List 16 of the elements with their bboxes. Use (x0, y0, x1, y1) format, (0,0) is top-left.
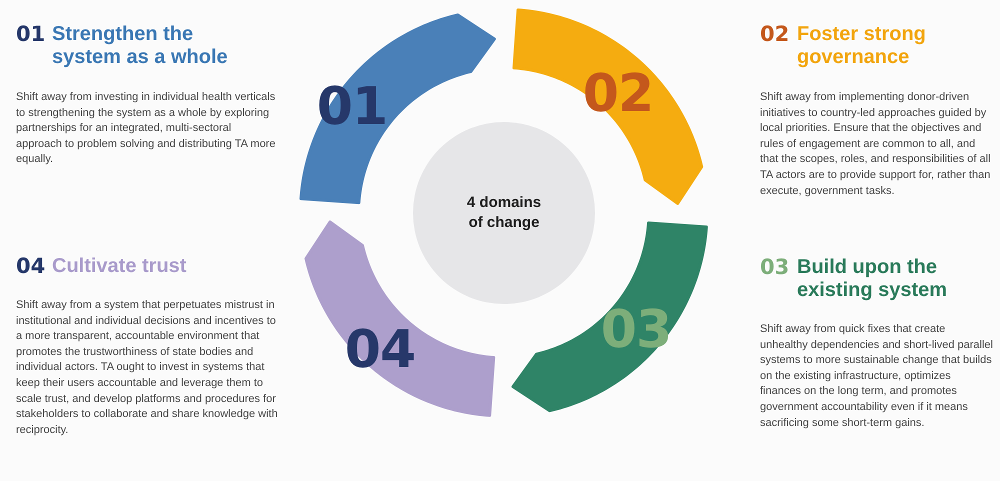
domain-number: 04 (16, 254, 46, 278)
domain-number: 01 (16, 22, 46, 46)
domain-number: 02 (760, 22, 790, 46)
domain-description: Shift away from quick fixes that create unhealthy dependencies and short-lived parallel systems to more sustainable change that builds on the existing infrastructure, optimizes finances on the long term, and promotes government accountability even if it means sacrificing some short-term gains. (760, 322, 994, 431)
domain-title: Foster strong governance (797, 23, 927, 69)
center-label: 4 domains of change (466, 193, 542, 233)
segment-number: 04 (344, 324, 416, 376)
domain-number: 03 (760, 255, 790, 279)
domain-title: Cultivate trust (52, 255, 188, 278)
domain-description: Shift away from implementing donor-driven initiatives to country-led approaches guided by local priorities. Ensure that the objectives and rules of engagement are common to all, and that the scopes, roles, and responsibilities of all TA actors are to provide support for, rather than execute, government tasks. (760, 90, 992, 199)
domain-title: Strengthen the system as a whole (52, 23, 229, 69)
domain-title: Build upon the existing system (797, 256, 948, 302)
domain-description: Shift away from investing in individual health verticals to strengthening the system as a whole by exploring partnerships for an integrated, multi-sectoral approach to problem solving and distributing TA more equally. (16, 90, 276, 168)
domain-description: Shift away from a system that perpetuates mistrust in institutional and individual decisions and incentives to a more transparent, accountable environment that promotes the trustworthiness of state bodies and individual actors. TA ought to invest in systems that keep their users accountable and leverage them to scale trust, and develop platforms and procedures for stakeholders to collaborate and share knowledge with reciprocity. (16, 298, 278, 438)
segment-number: 03 (600, 304, 672, 356)
segment-number: 02 (582, 68, 654, 120)
